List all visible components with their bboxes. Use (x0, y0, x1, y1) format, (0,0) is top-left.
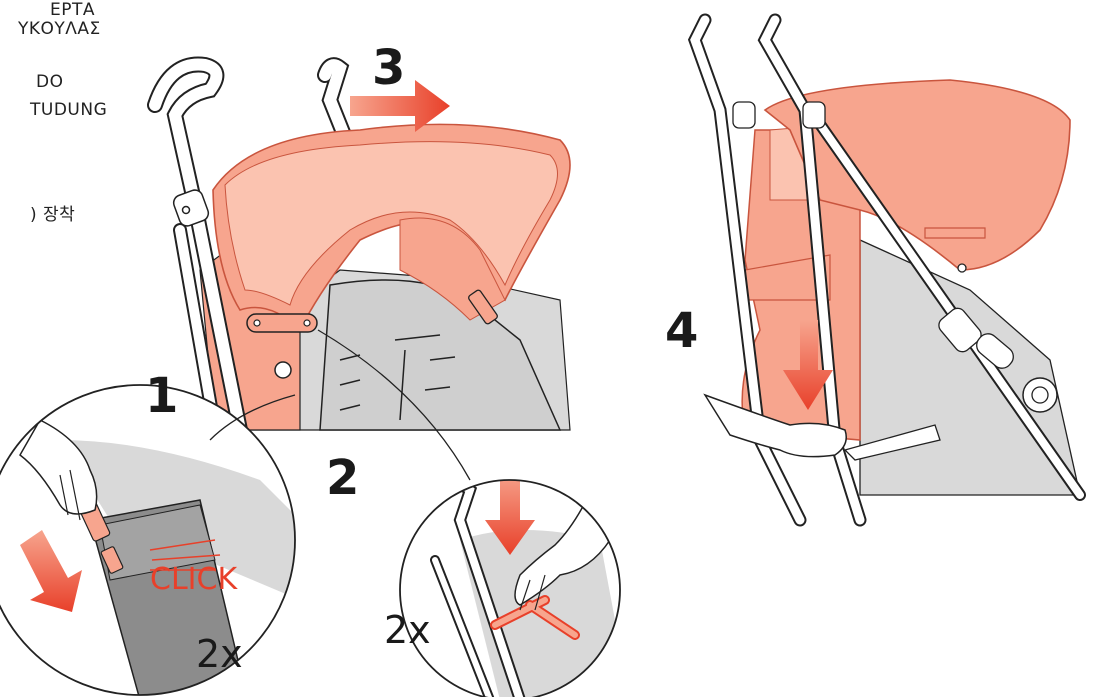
repeat-count-2: 2x (384, 608, 431, 652)
step-number-1: 1 (145, 368, 178, 424)
step-number-2: 2 (326, 450, 359, 506)
click-label: CLICK (150, 562, 237, 597)
repeat-count-1: 2x (196, 632, 243, 676)
step-number-3: 3 (372, 40, 405, 96)
step-number-4: 4 (665, 303, 698, 359)
step4-illustration (695, 20, 1080, 520)
main-stroller-illustration (155, 65, 570, 431)
